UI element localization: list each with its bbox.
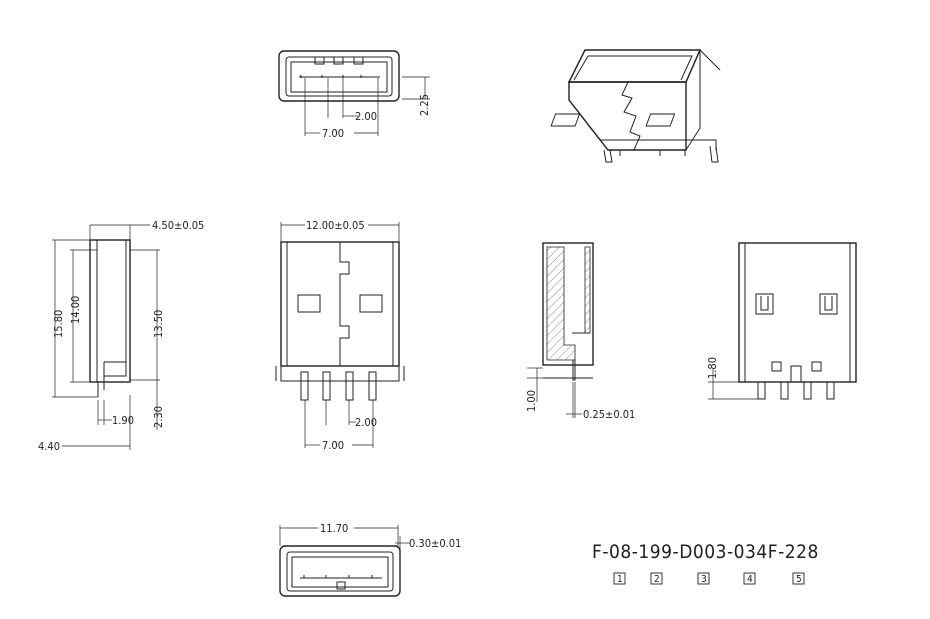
side-inner-length-label: 13.50 xyxy=(152,310,165,338)
bottom-width-label: 11.70 xyxy=(320,522,348,535)
part-number-block: F-08-199-D003-034F-228 1 2 3 4 5 xyxy=(592,541,819,585)
section-view: 1.00 0.25±0.01 xyxy=(525,242,635,421)
side-top-width-label: 4.50±0.05 xyxy=(152,219,204,232)
index-box-1: 1 xyxy=(617,574,623,585)
side-tail-length-label: 2.30 xyxy=(152,406,165,428)
front-width-label: 12.00±0.05 xyxy=(306,219,365,232)
index-box-3: 3 xyxy=(701,574,707,585)
part-number-index-boxes: 1 2 3 4 5 xyxy=(613,572,805,585)
index-box-2: 2 xyxy=(654,574,660,585)
bottom-thickness-label: 0.30±0.01 xyxy=(409,537,461,550)
isometric-view xyxy=(550,49,721,163)
side-view: 4.50±0.05 15.80 14.00 13.50 2.30 1.90 4.… xyxy=(38,219,204,453)
index-box-4: 4 xyxy=(747,574,753,585)
top-span-label: 7.00 xyxy=(322,127,344,140)
side-body-length-label: 14.00 xyxy=(69,296,82,324)
side-offset-label: 1.90 xyxy=(112,414,134,427)
bottom-view: 11.70 0.30±0.01 xyxy=(279,522,461,597)
rear-view: 1.80 xyxy=(706,242,857,400)
front-span-label: 7.00 xyxy=(322,439,344,452)
section-standoff-label: 1.00 xyxy=(525,390,538,412)
top-view: 2.00 7.00 2.25 xyxy=(278,50,431,140)
section-thickness-label: 0.25±0.01 xyxy=(583,408,635,421)
top-pitch-label: 2.00 xyxy=(355,110,377,123)
front-pitch-label: 2.00 xyxy=(355,416,377,429)
side-overall-length-label: 15.80 xyxy=(52,310,65,338)
front-view: 12.00±0.05 2.00 7.00 xyxy=(275,219,405,452)
rear-height-label: 1.80 xyxy=(706,357,719,379)
part-number: F-08-199-D003-034F-228 xyxy=(592,541,819,563)
top-height-label: 2.25 xyxy=(418,94,431,116)
index-box-5: 5 xyxy=(796,574,802,585)
side-overall-depth-label: 4.40 xyxy=(38,440,60,453)
